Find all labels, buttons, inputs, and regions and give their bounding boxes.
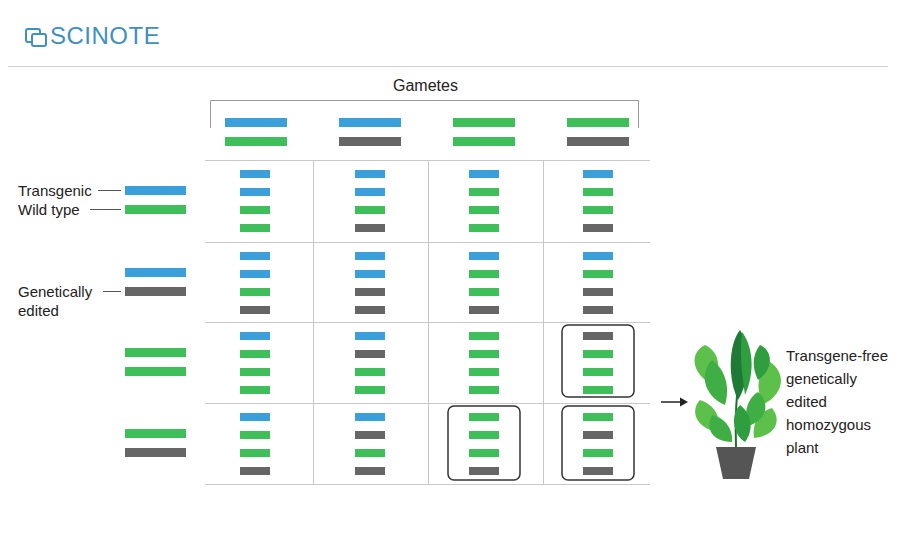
leader-lines bbox=[90, 191, 121, 292]
column-heading: Gametes bbox=[393, 76, 458, 96]
selection-boxes bbox=[448, 325, 634, 480]
logo-text: SCINOTE bbox=[50, 23, 160, 49]
legend-label: Wild type bbox=[18, 200, 80, 219]
legend-label: Transgenic bbox=[18, 181, 92, 200]
parent-bars bbox=[125, 268, 186, 457]
gamete-bars bbox=[225, 118, 629, 146]
gametes-bracket bbox=[211, 101, 639, 129]
punnett-grid bbox=[205, 160, 650, 485]
legend-swatch bbox=[125, 186, 186, 195]
header-rule bbox=[8, 66, 888, 67]
offspring-bars bbox=[240, 170, 613, 475]
result-label: Transgene-free genetically edited homozy… bbox=[786, 344, 896, 459]
legend-label: Genetically edited bbox=[18, 282, 106, 320]
logo-icon bbox=[26, 29, 46, 46]
plant-illustration bbox=[695, 330, 781, 479]
legend-swatch bbox=[125, 205, 186, 214]
legend-swatch bbox=[125, 287, 186, 296]
result-arrow bbox=[661, 398, 688, 407]
